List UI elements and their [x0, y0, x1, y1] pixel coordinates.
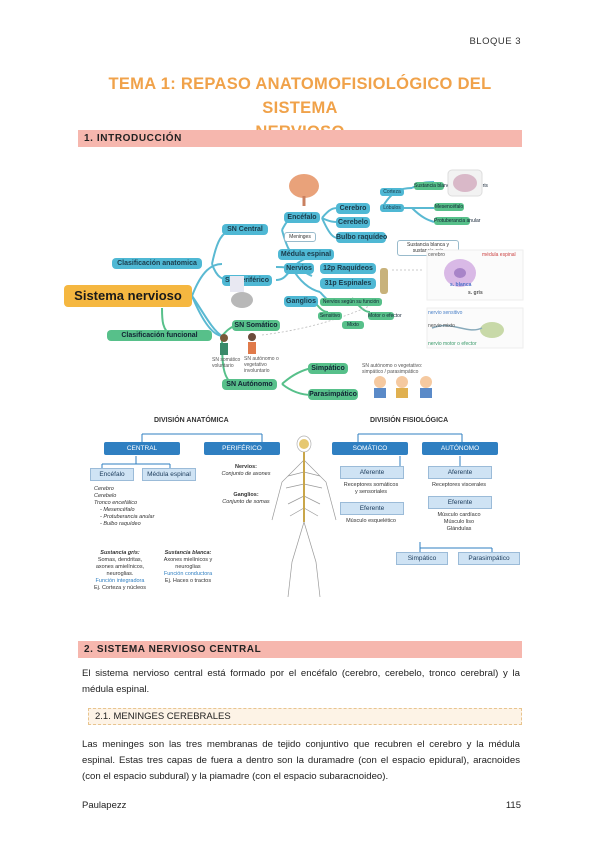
- node-simpatico: Simpático: [308, 363, 348, 374]
- node-cerebelo: Cerebelo: [336, 217, 370, 228]
- node-motor: Motor o efector: [368, 312, 402, 320]
- box-encefalo: Encéfalo: [90, 468, 134, 481]
- sustancia-gris-desc: Sustancia gris: Somas, dendritas, axones…: [94, 550, 146, 591]
- node-pares-raquideos: 12p Raquídeos: [320, 263, 376, 274]
- box-aferente-autonomo: Aferente: [428, 466, 492, 479]
- node-protuberancia: Protuberancia anular: [434, 217, 481, 225]
- label-voluntario: SN somático voluntario: [212, 357, 241, 369]
- box-eferente-autonomo: Eferente: [428, 496, 492, 509]
- node-clasificacion-anatomica: Clasificación anatomica: [112, 258, 202, 269]
- paragraph-meninges: Las meninges son las tres membranas de t…: [82, 739, 520, 782]
- box-aferente-somatico: Aferente: [340, 466, 404, 479]
- footer-page-number: 115: [505, 800, 521, 811]
- division-fisiologica-title: DIVISIÓN FISIOLÓGICA: [370, 417, 449, 424]
- node-medula-espinal: Médula espinal: [278, 249, 334, 260]
- label-cerebro: cerebro: [428, 252, 445, 258]
- node-parasimpatico: Parasimpático: [308, 389, 358, 400]
- node-sn-autonomo: SN Autónomo: [222, 379, 277, 390]
- node-corteza: Corteza: [380, 188, 404, 196]
- node-nervios-funcion: Nervios según su función: [320, 298, 382, 306]
- node-sn-central: SN Central: [222, 224, 268, 235]
- somatico-eferente-desc: Músculo esquelético: [346, 518, 396, 524]
- box-parasimpatico: Parasimpático: [458, 552, 520, 565]
- box-medula-espinal: Médula espinal: [142, 468, 196, 481]
- box-central: CENTRAL: [104, 442, 180, 455]
- box-eferente-somatico: Eferente: [340, 502, 404, 515]
- node-nervios: Nervios: [284, 263, 314, 274]
- node-bulbo-raquideo: Bulbo raquídeo: [336, 232, 388, 243]
- nervios-desc: Nervios: Conjunto de axones: [221, 464, 271, 477]
- box-simpatico: Simpático: [396, 552, 448, 565]
- mindmap-figure: Sistema nervioso Clasificación anatomica…: [62, 160, 532, 405]
- label-medula: médula espinal: [482, 252, 516, 258]
- block-label: BLOQUE 3: [469, 36, 521, 47]
- mindmap-root-node: Sistema nervioso: [64, 285, 192, 307]
- label-nervio-motor: nervio motor o efector: [428, 341, 477, 347]
- node-meninges: Meninges: [284, 232, 316, 242]
- node-clasificacion-funcional: Clasificación funcional: [107, 330, 212, 341]
- ganglios-desc: Ganglios: Conjunto de somas: [222, 492, 270, 505]
- label-sgris: s. gris: [468, 290, 483, 296]
- label-nervio-sensitivo: nervio sensitivo: [428, 310, 463, 316]
- autonomo-aferente-desc: Receptores viscerales: [431, 482, 487, 488]
- box-somatico: SOMÁTICO: [332, 442, 408, 455]
- node-sensitivo: Sensitivo: [318, 312, 342, 320]
- node-pares-espinales: 31p Espinales: [320, 278, 376, 289]
- node-mixto: Mixto: [342, 321, 364, 329]
- node-ganglios: Ganglios: [284, 296, 318, 307]
- autonomo-eferente-desc: Músculo cardíaco Músculo liso Glándulas: [437, 512, 481, 532]
- label-nervio-mixto: nervio mixto: [428, 323, 455, 329]
- division-connectors: [101, 433, 493, 598]
- node-sn-somatico: SN Somático: [232, 320, 280, 331]
- node-encefalo: Encéfalo: [284, 212, 320, 223]
- node-lobulos: Lóbulos: [380, 204, 404, 212]
- division-anatomica-title: DIVISIÓN ANATÓMICA: [154, 417, 229, 424]
- label-sblanca: s. blanca: [450, 282, 472, 288]
- box-autonomo: AUTÓNOMO: [422, 442, 498, 455]
- label-autonomo-desc: SN autónomo o vegetativo: simpático / pa…: [362, 363, 423, 375]
- footer-author: Paulapezz: [82, 800, 127, 811]
- node-sn-periferico: SN Periférico: [222, 275, 272, 286]
- division-figure: DIVISIÓN ANATÓMICA DIVISIÓN FISIOLÓGICA …: [82, 412, 522, 602]
- sustancia-blanca-desc: Sustancia blanca: Axones mielínicos y ne…: [163, 550, 213, 584]
- node-mesencefalo: Mesencéfalo: [434, 203, 464, 211]
- subsection-heading-meninges: 2.1. MENINGES CEREBRALES: [88, 708, 522, 725]
- section-heading-snc: 2. SISTEMA NERVIOSO CENTRAL: [78, 641, 522, 658]
- paragraph-snc: El sistema nervioso central está formado…: [82, 668, 520, 695]
- somatico-aferente-desc: Receptores somáticos y sensoriales: [343, 482, 399, 495]
- section-heading-introduccion: 1. INTRODUCCIÓN: [78, 130, 522, 147]
- label-involuntario: SN autónomo o vegetativo involuntario: [244, 356, 279, 374]
- encefalo-list: Cerebro Cerebelo Tronco encefálico - Mes…: [94, 486, 155, 527]
- node-cerebro: Cerebro: [336, 203, 370, 214]
- node-sustancia-small: Sustancia blanca y sustancia gris: [414, 182, 488, 190]
- box-periferico: PERIFÉRICO: [204, 442, 280, 455]
